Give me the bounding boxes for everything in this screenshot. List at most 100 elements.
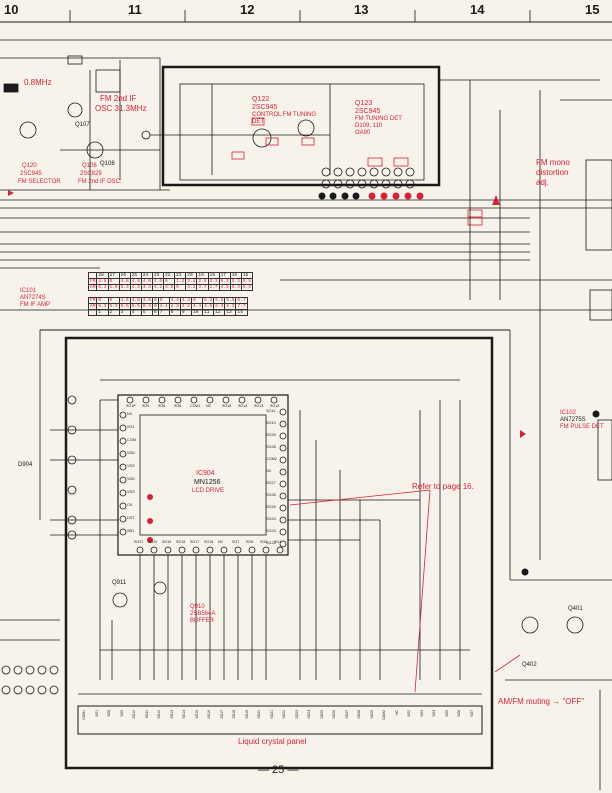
ic101-ref: IC101 (20, 288, 37, 294)
lcd-pin-label: SG19 (244, 710, 249, 719)
pin-header: 14 (235, 309, 248, 316)
pin-header: 4 (129, 309, 142, 316)
fm-2nd-if-label: FM 2nd IF (100, 94, 137, 103)
fm-mono-label-2: distortion (536, 168, 569, 177)
lcd-pin-label: SG11 (144, 710, 149, 719)
pin-label: SG4 (274, 540, 282, 544)
lcd-pin-label: COM2 (382, 710, 386, 720)
lcd-pin-label: SG28 (357, 710, 361, 719)
column-number: 13 (354, 2, 369, 17)
pin-label: SG21 (134, 540, 144, 544)
page-number: — 25 — (258, 764, 299, 776)
column-number: 11 (128, 2, 142, 17)
pin-label: SG13 (254, 404, 264, 408)
d109-ref: D109, 110 (355, 123, 383, 129)
lcd-pin-label: SG20 (257, 710, 261, 719)
lcd-pin-label: SG29 (369, 710, 374, 719)
lcd-pin-label: SG26 (332, 710, 336, 719)
pin-header: 10 (190, 309, 204, 316)
pin-label: SG8 (174, 404, 182, 408)
lcd-pin-label: SG13 (169, 710, 174, 719)
q120-func: FM SELECTOR (18, 179, 61, 185)
ic904-top-pins: SG1P SG9 SG8 SG8 COM1 NC SG15 SG14 SG13 … (126, 404, 286, 414)
lcd-pin-label: NC (394, 710, 399, 715)
pin-header: 2 (107, 309, 120, 316)
pin-label: SG18 (176, 540, 186, 544)
column-number: 15 (585, 2, 600, 17)
pin-label: SG15 (222, 404, 232, 408)
lcd-pin-label: SG10 (132, 710, 136, 719)
pin-label: SG11 (266, 409, 276, 413)
oa90-part: OA90 (355, 130, 371, 136)
pin-header: 3 (118, 309, 131, 316)
pin-label: VDD (127, 451, 136, 455)
lcd-pin-label: SG12 (157, 710, 161, 719)
pin-label: SG9 (142, 404, 150, 408)
lcd-pin-label: COM1 (82, 710, 86, 720)
pin-label: SG24 (266, 517, 276, 521)
ic904-right-pins: SG11 SG10 SG29 SG28 COM2 NC SG27 SG26 SG… (266, 409, 282, 549)
q910-part: 2SB564A (190, 611, 216, 617)
refer-note: Refer to page 16. (412, 482, 474, 491)
pin-label: SG1 (127, 425, 135, 429)
pin-label: COM1 (190, 404, 201, 408)
pin-label: SG7 (232, 540, 240, 544)
lcd-pin-label: SG4 (432, 710, 436, 717)
am-fm-muting-note: AM/FM muting → "OFF" (498, 697, 585, 706)
ic904-ref: IC904 (196, 470, 215, 477)
pin-label: NC (266, 469, 272, 473)
lcd-pin-label: SG24 (307, 710, 311, 719)
pin-label: NC (218, 540, 224, 544)
q910-func: BUFFER (190, 618, 214, 624)
pin-label: SG29 (266, 433, 276, 437)
pin-header: 12 (213, 309, 226, 316)
ic904-part: MN1256 (194, 479, 221, 486)
pin-label: SB1 (127, 529, 135, 533)
lcd-pin-label: SG18 (232, 710, 236, 719)
lcd-pin-label: SG17 (219, 710, 224, 719)
lcd-pin-label: SG6 (457, 710, 461, 717)
ic102-ref: IC102 (560, 410, 577, 416)
pin-header: 9 (179, 309, 192, 316)
ic101-part: AN7274S (20, 295, 46, 301)
pin-label: VSS (127, 490, 135, 494)
q120-part: 2SC945 (20, 171, 42, 177)
lcd-pin-label: SG23 (294, 710, 299, 719)
ic102-part: AN7275S (560, 417, 586, 423)
ic904-left-pins: NC SG1 COM VDD VSS VDD VSS CK DST SB1 (127, 412, 147, 537)
lcd-pin-label: SG3 (419, 710, 424, 717)
lcd-pin-label: SG14 (182, 710, 186, 719)
column-number: 10 (4, 2, 19, 17)
q122-func-2: DET (252, 119, 264, 125)
pin-label: SG6 (246, 540, 254, 544)
d904-ref: D904 (18, 462, 33, 468)
lcd-pin-label: SG2 (407, 710, 411, 717)
lcd-pin-label: SG25 (319, 710, 324, 719)
pin-label: SG5 (260, 540, 268, 544)
pin-label: DST (127, 516, 135, 520)
osc-label: OSC 31.3MHz (95, 104, 147, 113)
q911-ref: Q911 (112, 580, 127, 586)
lcd-panel-label: Liquid crystal panel (238, 737, 307, 746)
pin-header: 11 (202, 309, 215, 316)
lcd-pin-label: SG27 (344, 710, 349, 719)
ic102-func: FM PULSE DET (560, 424, 604, 430)
lcd-pin-label: SG21 (269, 710, 274, 719)
pin-label: SG26 (266, 493, 276, 497)
row-label: AM (87, 284, 98, 291)
pin-header: 13 (224, 309, 237, 316)
pin-header: 7 (157, 309, 170, 316)
ic101-func: FM IF AMP (20, 302, 50, 308)
q106-func: FM 2nd IF OSC. (78, 179, 122, 185)
lcd-pin-label: SG5 (444, 710, 449, 717)
lcd-pin-label: SG7 (469, 710, 474, 717)
q107-ref: Q107 (75, 122, 90, 128)
lcd-pin-label: SG8 (107, 710, 111, 717)
pin-label: SG16 (204, 540, 214, 544)
lcd-pin-label: SG9 (119, 710, 124, 717)
lcd-pin-label: SG15 (194, 710, 199, 719)
freq-label: 0.8MHz (24, 78, 52, 87)
